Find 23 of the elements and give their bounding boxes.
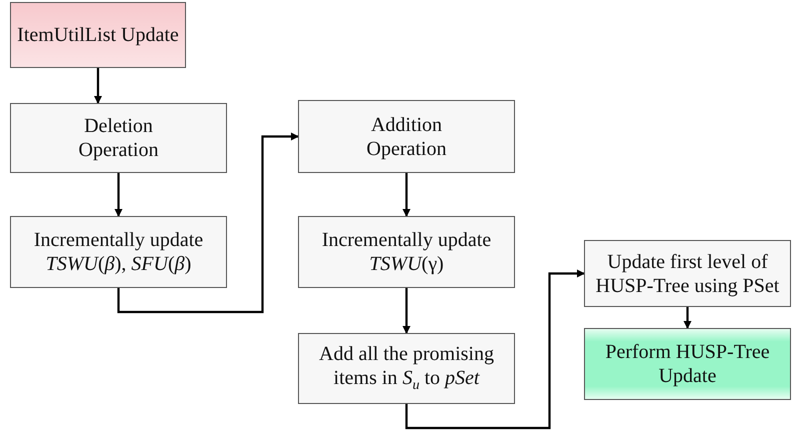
- arrow: [402, 173, 410, 217]
- arrow: [402, 288, 410, 334]
- end-box: [584, 328, 791, 400]
- step-text: Incrementally update TSWU(β), SFU(β): [32, 228, 204, 276]
- start-box: [10, 2, 186, 68]
- process-box: [10, 103, 227, 173]
- step-text: Add all the promising items in S$_{u}$ to pSet: [318, 342, 495, 395]
- process-box: [298, 333, 515, 404]
- step-text: ItemUtilList Update: [17, 23, 179, 47]
- arrow: [405, 270, 585, 430]
- step-text: Addition Operation: [366, 112, 448, 160]
- step-text: Perform HUSP-Tree Update: [604, 340, 771, 388]
- arrow: [117, 132, 299, 314]
- step-text: Update first level of HUSP-Tree using PSet: [594, 250, 780, 298]
- arrow: [114, 173, 122, 217]
- step-text: Incrementally update TSWU(γ): [320, 228, 492, 276]
- process-box: [298, 100, 515, 173]
- step-text: Deletion Operation: [78, 114, 160, 162]
- arrow: [684, 307, 692, 329]
- arrow: [94, 68, 102, 104]
- process-box: [298, 216, 515, 288]
- process-box: [584, 240, 791, 307]
- process-box: [10, 216, 227, 288]
